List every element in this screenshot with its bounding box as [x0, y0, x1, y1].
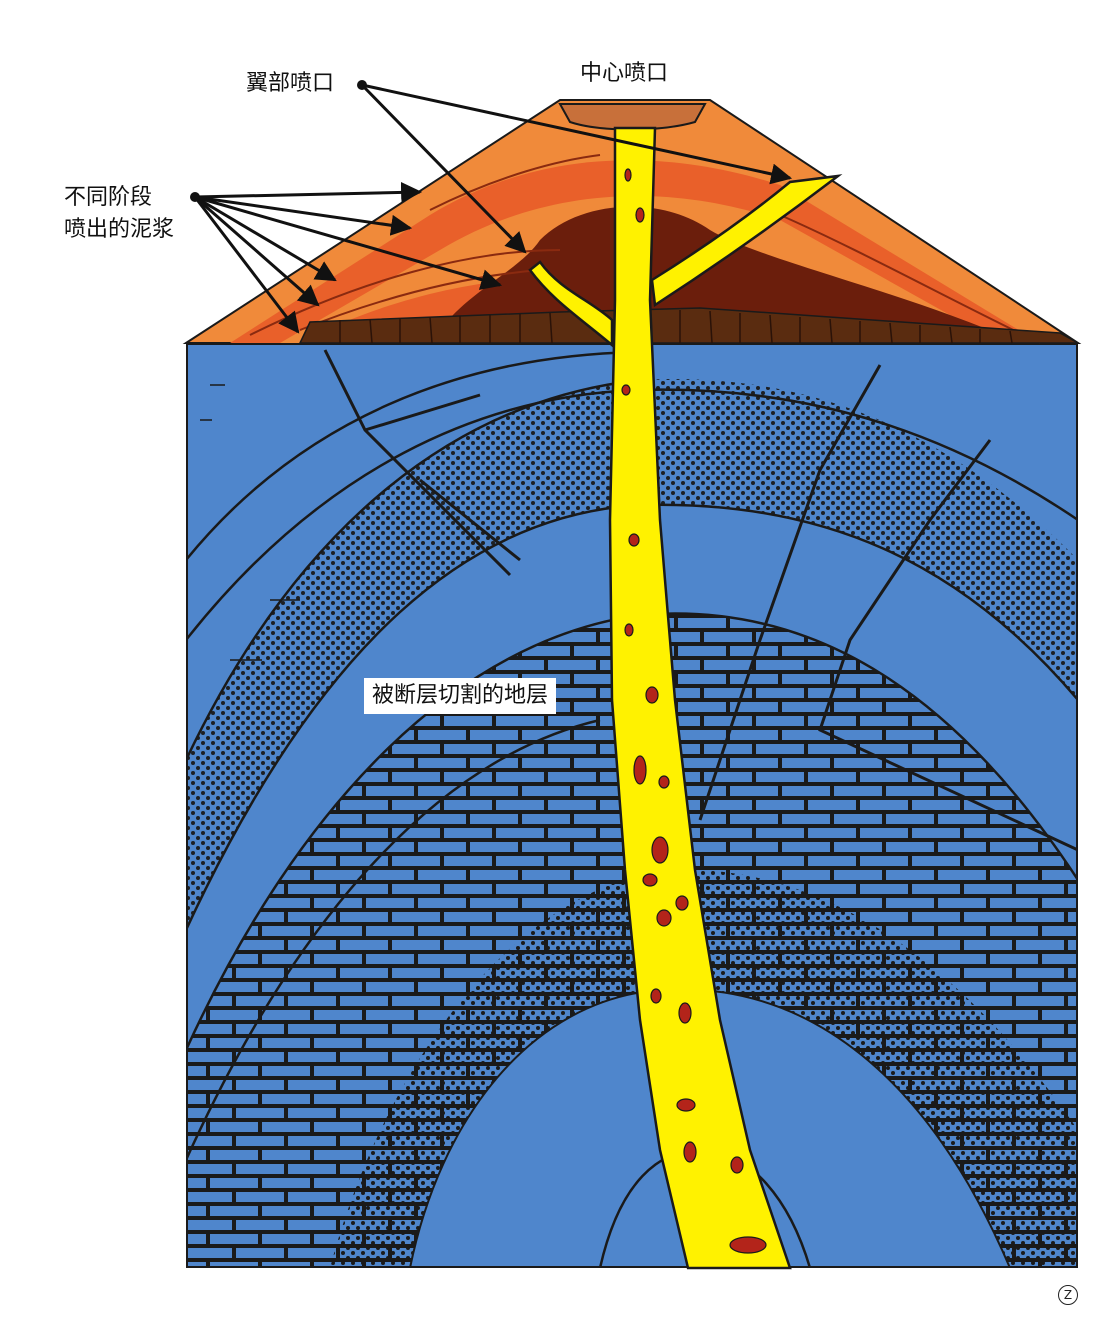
flank-vent-label: 翼部喷口 [246, 71, 335, 96]
cone-base [298, 307, 1081, 344]
mud-stages-label-line1: 不同阶段 [64, 185, 153, 210]
faulted-strata-label: 被断层切割的地层 [364, 678, 557, 714]
mud-arrow-2 [194, 195, 413, 236]
shale-marks [200, 384, 300, 661]
base-hatching [339, 310, 1013, 344]
flank-vent-arrow-2 [361, 83, 793, 185]
flank-vent-arrow-1 [360, 83, 527, 254]
dotted-layer-upper [186, 379, 1078, 930]
mud-arrow-5 [193, 196, 300, 334]
conduit-branch-right [650, 174, 843, 308]
mud-stages-label: 不同阶段 喷出的泥浆 [64, 182, 174, 246]
mud-arrow-1 [194, 181, 423, 203]
fault-lines [323, 349, 1078, 852]
dotted-layer-lower [330, 869, 1078, 1268]
mud-arrow-6 [194, 195, 503, 290]
mud-arrow-3 [194, 195, 337, 282]
mud-arrow-origin [190, 192, 200, 202]
corner-badge: Z [1058, 1285, 1078, 1305]
annotation-arrows [193, 83, 793, 334]
mud-clasts [621, 168, 767, 1254]
central-crater [558, 103, 707, 131]
conduit-main [608, 126, 792, 1270]
flank-vent-arrow-origin [357, 80, 367, 90]
conduit-branch-left [528, 260, 614, 348]
mud-conduit [528, 126, 843, 1270]
mud-arrow-4 [194, 195, 320, 307]
mud-stages-label-line2: 喷出的泥浆 [64, 216, 175, 242]
central-vent-label: 中心喷口 [580, 61, 669, 86]
